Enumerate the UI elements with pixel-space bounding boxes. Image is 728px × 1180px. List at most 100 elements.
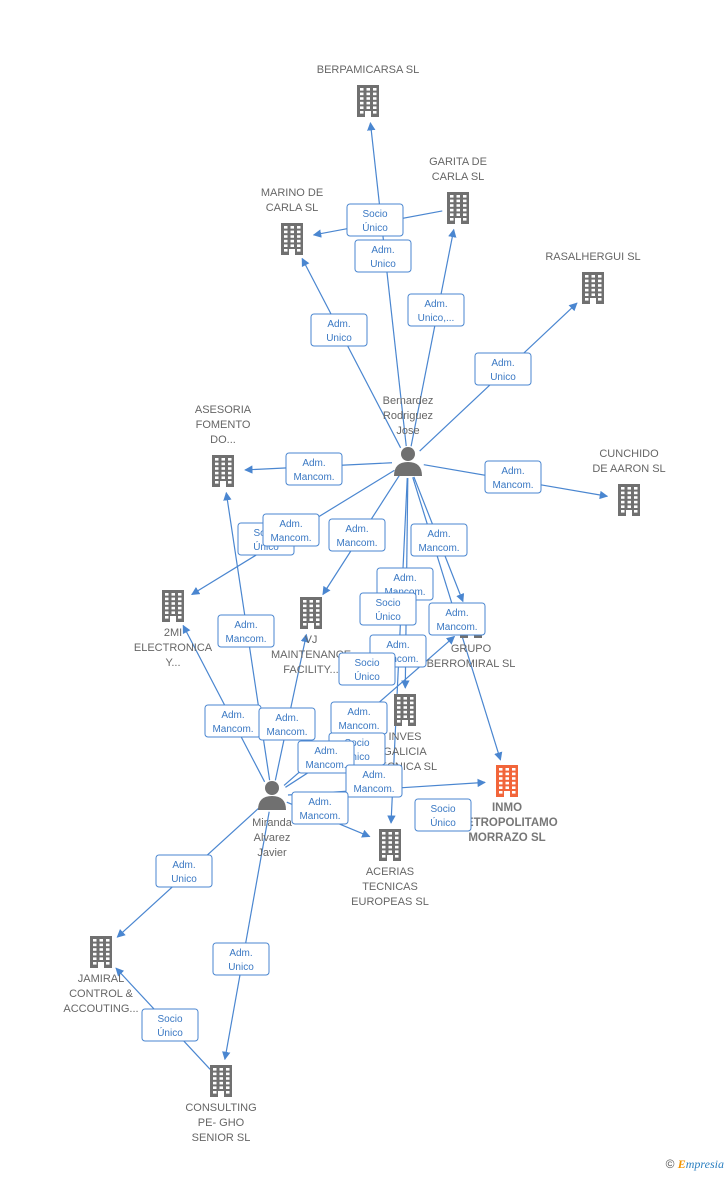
edge-label-line: Único	[157, 1026, 183, 1039]
edge-label-line: Unico	[171, 874, 197, 885]
edge-label-mancom-grupo-b[interactable]: Adm.Mancom.	[410, 523, 468, 557]
node-label-line: SENIOR SL	[192, 1132, 251, 1144]
edge-label-mancom-grupo-m[interactable]: Adm.Mancom.	[345, 764, 403, 798]
person-icon	[258, 781, 286, 810]
node-label-line: INVES	[388, 731, 421, 743]
node-2mi[interactable]: 2MIELECTRONICAY...	[134, 590, 213, 669]
edge-label-mancom-vj-b[interactable]: Adm.Mancom.	[328, 518, 386, 552]
node-label-line: EUROPEAS SL	[351, 896, 429, 908]
edge-label-adm-marino[interactable]: Adm.Unico	[310, 313, 368, 347]
edge-label-box	[217, 614, 275, 648]
building-icon	[90, 936, 112, 968]
edge-label-line: Unico	[326, 333, 352, 344]
node-label-line: GRUPO	[451, 643, 492, 655]
edge-label-box	[359, 592, 417, 626]
node-rasalhergui[interactable]: RASALHERGUI SL	[545, 251, 641, 304]
node-label-line: DE AARON SL	[592, 463, 665, 475]
edge-label-line: Adm.	[393, 573, 416, 584]
edge-label-line: Adm.	[308, 797, 331, 808]
node-label-line: MORRAZO SL	[468, 832, 545, 844]
edge-label-box	[285, 452, 343, 486]
brand-name: mpresia	[685, 1157, 724, 1171]
edge-label-adm-berpamicarsa[interactable]: Adm.Unico	[354, 239, 412, 273]
node-label-line: ELECTRONICA	[134, 642, 213, 654]
edge-label-line: Adm.	[229, 948, 252, 959]
edge-label-line: Único	[430, 816, 456, 829]
node-label-line: FOMENTO	[196, 419, 251, 431]
node-berpamicarsa[interactable]: BERPAMICARSA SL	[317, 64, 420, 117]
edge-label-line: Mancom.	[305, 760, 346, 771]
edge-label-box	[141, 1008, 199, 1042]
edge-label-mancom-asesoria-m[interactable]: Adm.Mancom.	[217, 614, 275, 648]
edge-label-mancom-2mi-m[interactable]: Adm.Mancom.	[204, 704, 262, 738]
footer-brand: © Empresia	[666, 1157, 724, 1172]
edge-label-box	[410, 523, 468, 557]
node-vj[interactable]: VJMAINTENANCEFACILITY...	[271, 597, 351, 676]
edge-label-mancom-asesoria-b[interactable]: Adm.Mancom.	[285, 452, 343, 486]
node-label-line: ASESORIA	[195, 404, 252, 416]
edge-label-line: Adm.	[427, 529, 450, 540]
edge-label-mancom-acerias-m[interactable]: Adm. Mancom.	[297, 740, 355, 774]
node-label-line: Y...	[165, 657, 180, 669]
edge-label-line: Adm.	[314, 746, 337, 757]
edge-label-mancom-2mi-b[interactable]: Adm.Mancom.	[262, 513, 320, 547]
node-label-line: Javier	[257, 847, 287, 859]
building-icon	[582, 272, 604, 304]
edge-label-line: Socio	[157, 1014, 182, 1025]
edge-label-adm-consulting[interactable]: Adm.Unico	[212, 942, 270, 976]
edge-label-line: Adm.	[371, 245, 394, 256]
node-label-line: RASALHERGUI SL	[545, 251, 640, 263]
edge-label-box	[258, 707, 316, 741]
node-asesoria[interactable]: ASESORIAFOMENTODO...	[195, 404, 252, 487]
node-label-line: CONTROL &	[69, 988, 133, 1000]
edge-label-adm-jamiral[interactable]: Adm.Unico	[155, 854, 213, 888]
edge-bernardez-to-garita	[410, 228, 457, 447]
edge-label-mancom-inves-m[interactable]: Adm.Mancom.	[330, 701, 388, 735]
brand-initial: E	[677, 1157, 686, 1171]
edge-label-mancom-acerias-m2[interactable]: Adm.Mancom.	[291, 791, 349, 825]
building-icon	[210, 1065, 232, 1097]
building-icon	[357, 85, 379, 117]
edge-label-line: Socio	[344, 738, 369, 749]
edge-label-adm-rasalhergui[interactable]: Adm.Unico	[474, 352, 532, 386]
node-label-line: BERPAMICARSA SL	[317, 64, 420, 76]
edge-miranda-to-vj	[274, 633, 309, 781]
building-icon	[162, 590, 184, 622]
edge-label-line: Adm.	[386, 640, 409, 651]
edge-label-line: Adm.	[234, 620, 257, 631]
edge-label-mancom-vj-m[interactable]: Adm.Mancom.	[258, 707, 316, 741]
edge-label-box	[474, 352, 532, 386]
node-label-line: ACCOUTING...	[63, 1003, 138, 1015]
edge-label-line: Adm.	[275, 713, 298, 724]
building-icon	[379, 829, 401, 861]
building-icon	[212, 455, 234, 487]
node-label-line: FACILITY...	[283, 664, 338, 676]
edge-label-box	[407, 293, 465, 327]
edge-label-box	[484, 460, 542, 494]
edge-label-box	[345, 764, 403, 798]
edge-label-adm-garita[interactable]: Adm.Unico,...	[407, 293, 465, 327]
edge-label-mancom-cunchido[interactable]: Adm.Mancom.	[484, 460, 542, 494]
edge-label-line: Adm.	[279, 519, 302, 530]
edge-label-mancom-inmo[interactable]: Adm.Mancom.	[428, 602, 486, 636]
edge-label-line: Adm.	[345, 524, 368, 535]
edge-label-line: Mancom.	[436, 622, 477, 633]
edge-label-line: Mancom.	[293, 472, 334, 483]
